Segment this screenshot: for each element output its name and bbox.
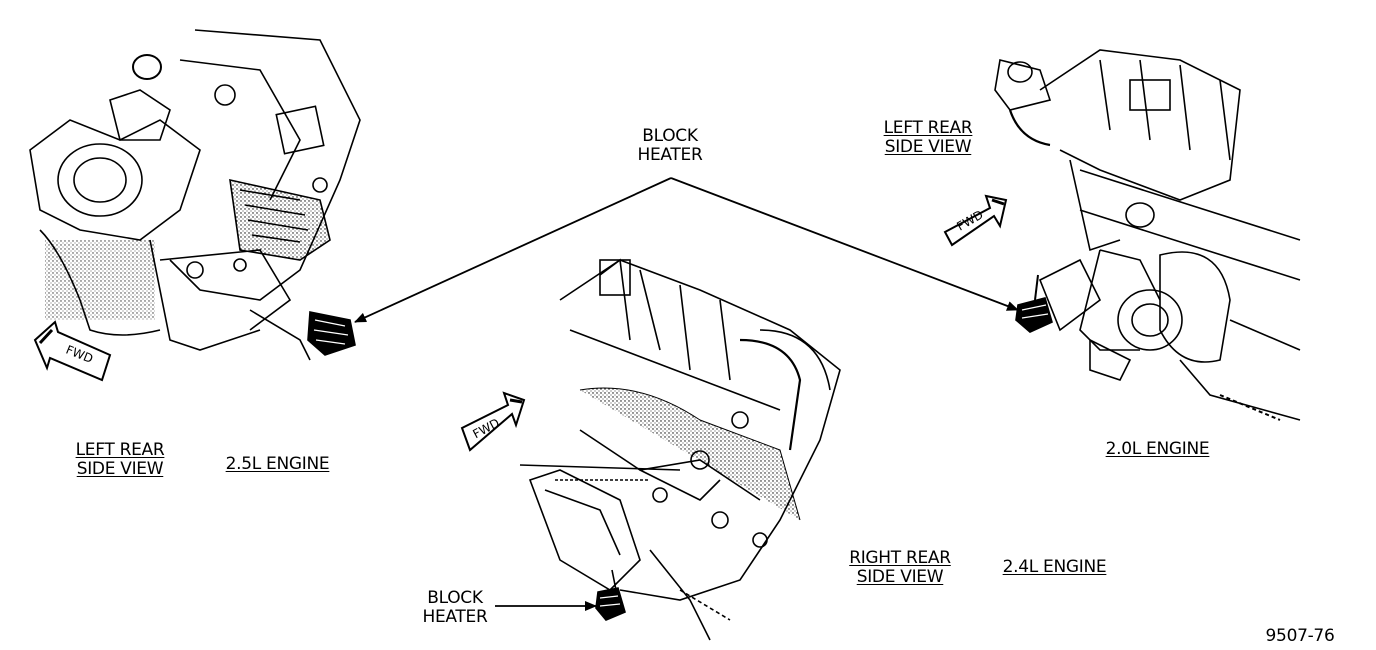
fwd-arrow-25-icon: FWD: [33, 320, 112, 382]
left-view-25-line1: LEFT REAR: [75, 440, 165, 460]
block-heater-label-bottom-line1: BLOCK: [427, 588, 483, 608]
engine-20-label: 2.0L ENGINE: [1105, 439, 1210, 459]
left-rear-side-view-label-25: LEFT REAR SIDE VIEW: [60, 441, 180, 479]
right-rear-side-view-label-24: RIGHT REAR SIDE VIEW: [835, 549, 965, 587]
leader-lines: [354, 177, 1019, 611]
fwd-arrow-24-icon: FWD: [460, 391, 526, 452]
engine-20-illustration: [994, 49, 1301, 421]
block-heater-label-top-line1: BLOCK: [642, 126, 698, 146]
left-view-20-line1: LEFT REAR: [883, 118, 973, 138]
leader-to-25-heater: [354, 177, 672, 323]
leader-to-20-heater: [670, 177, 1019, 311]
block-heater-20-part: [1015, 274, 1053, 333]
right-view-24-line1: RIGHT REAR: [849, 548, 951, 568]
figure-number: 9507-76: [1265, 626, 1335, 646]
engine-24-label: 2.4L ENGINE: [1002, 557, 1107, 577]
block-heater-label-top-line2: HEATER: [637, 145, 703, 165]
left-view-20-line2: SIDE VIEW: [884, 137, 972, 157]
block-heater-label-bottom: BLOCK HEATER: [412, 589, 498, 627]
engine-24-illustration: [519, 258, 841, 641]
left-view-25-line2: SIDE VIEW: [76, 459, 164, 479]
block-heater-24-part: [595, 569, 626, 621]
right-view-24-line2: SIDE VIEW: [856, 567, 944, 587]
block-heater-label-bottom-line2: HEATER: [422, 607, 488, 627]
engine-25-label: 2.5L ENGINE: [225, 454, 330, 474]
engine-25-illustration: [29, 29, 361, 361]
block-heater-label-top: BLOCK HEATER: [622, 127, 718, 165]
left-rear-side-view-label-20: LEFT REAR SIDE VIEW: [868, 119, 988, 157]
fwd-arrow-20-icon: FWD: [943, 194, 1008, 247]
block-heater-25-part: [307, 311, 356, 356]
